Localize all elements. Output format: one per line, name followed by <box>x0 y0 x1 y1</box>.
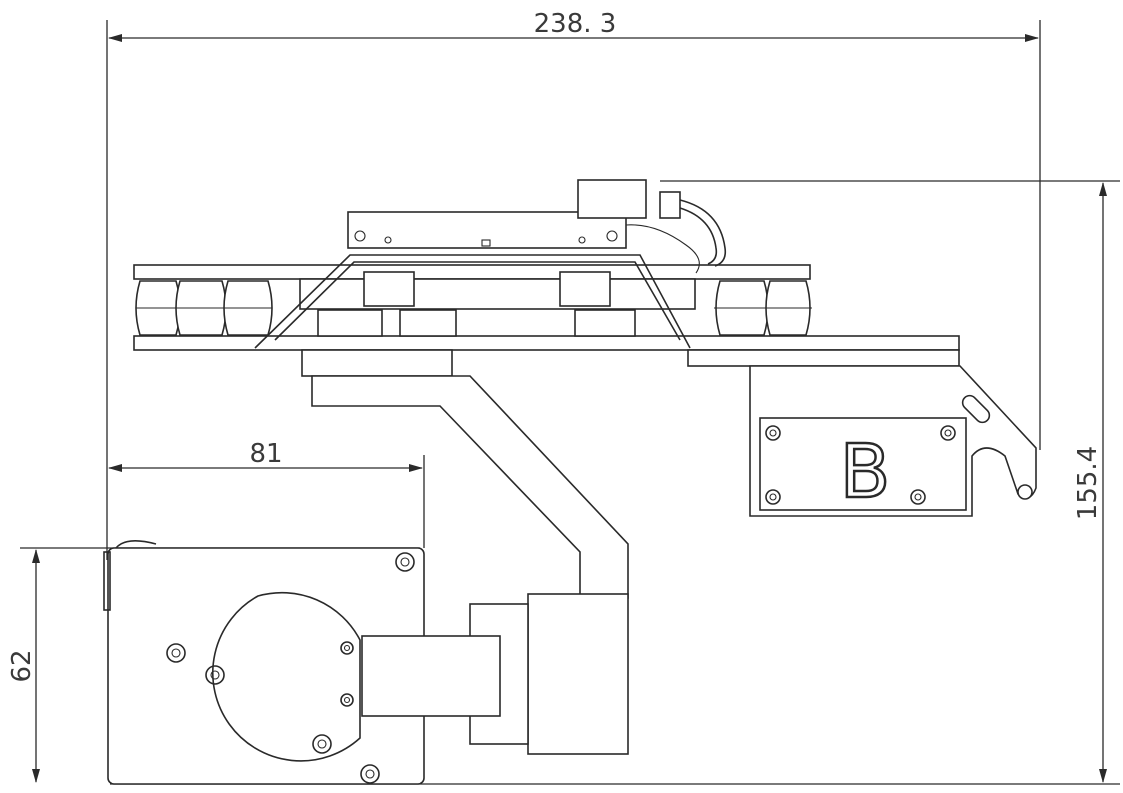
bracket-slot <box>961 394 991 424</box>
dimension-overall-width: 238. 3 <box>106 9 1041 560</box>
camera-lens-edge <box>103 551 111 611</box>
gimbal-arm <box>301 349 629 755</box>
camera-top-bump <box>115 540 157 549</box>
connector-mid <box>399 309 457 337</box>
dimension-camera-width: 81 <box>108 439 425 548</box>
lower-plate <box>133 335 960 351</box>
connector-right <box>574 309 636 337</box>
arm-roll-block <box>527 593 629 755</box>
dimension-label-overall-height: 155.4 <box>1073 446 1103 520</box>
upper-plate <box>133 264 811 280</box>
pitch-motor-arm <box>361 635 501 717</box>
top-connector <box>577 179 647 219</box>
dimension-label-camera-width: 81 <box>249 439 282 469</box>
cable-plug <box>659 191 681 219</box>
dimension-label-camera-height: 62 <box>7 649 37 682</box>
damper-balls-left <box>135 280 273 336</box>
frame-inner <box>274 261 681 341</box>
cable <box>679 199 727 267</box>
top-mount-plate <box>133 179 960 367</box>
mount-bracket-b: B <box>749 365 1037 517</box>
dimension-overall-height: 155.4 <box>110 180 1120 785</box>
dimension-label-overall-width: 238. 3 <box>534 9 617 39</box>
bracket-label-plate <box>759 417 967 511</box>
yaw-motor <box>301 349 453 377</box>
camera-body <box>103 540 501 785</box>
post-left <box>363 271 415 307</box>
controller-housing <box>299 278 696 310</box>
camera-screws <box>166 552 415 784</box>
post-right <box>559 271 611 307</box>
damper-balls-right <box>714 280 812 336</box>
lower-plate-extension <box>687 349 960 367</box>
bracket-letter: B <box>840 429 891 515</box>
frame-outer <box>254 254 691 349</box>
pitch-motor-plate <box>211 591 361 762</box>
connector-left <box>317 309 383 337</box>
